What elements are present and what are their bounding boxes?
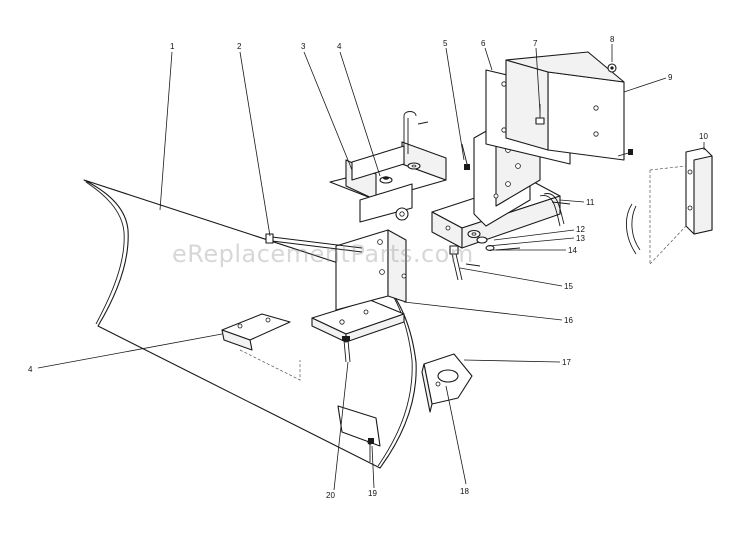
callout-5: 5 <box>443 39 448 48</box>
callout-18: 18 <box>460 487 469 496</box>
callout-8: 8 <box>610 35 615 44</box>
leader-lines <box>37 44 705 491</box>
washer-stack <box>467 229 521 251</box>
callout-19: 19 <box>368 489 377 498</box>
bolt-15 <box>449 245 481 281</box>
callout-9: 9 <box>668 73 673 82</box>
hitch-pin-11 <box>539 193 571 227</box>
mounting-plate-9 <box>505 51 633 161</box>
callout-labels: 1 2 3 4 5 6 7 8 9 10 11 12 13 14 15 16 1… <box>28 35 708 500</box>
callout-4-left: 4 <box>28 365 33 374</box>
callout-6: 6 <box>481 39 486 48</box>
callout-10: 10 <box>699 132 708 141</box>
callout-14: 14 <box>568 246 577 255</box>
callout-3: 3 <box>301 42 306 51</box>
nut-8 <box>607 63 617 73</box>
small-bolt-5 <box>461 143 470 170</box>
bracket-10 <box>626 147 713 265</box>
carriage-bolt-20 <box>342 336 351 363</box>
hitch-pin-top <box>403 111 417 154</box>
callout-12: 12 <box>576 225 585 234</box>
carriage-bolt-19 <box>368 438 374 462</box>
callout-15: 15 <box>564 282 573 291</box>
callout-16: 16 <box>564 316 573 325</box>
long-bolt <box>265 233 363 253</box>
pivot-bracket <box>329 141 447 223</box>
callout-4-top: 4 <box>337 42 342 51</box>
blade-part <box>83 179 417 469</box>
spring-washer <box>407 121 429 170</box>
callout-11: 11 <box>586 198 595 207</box>
callout-17: 17 <box>562 358 571 367</box>
callout-13: 13 <box>576 234 585 243</box>
callout-2: 2 <box>237 42 242 51</box>
callout-20: 20 <box>326 491 335 500</box>
skid-shoe <box>421 353 473 413</box>
callout-1: 1 <box>170 42 175 51</box>
callout-7: 7 <box>533 39 538 48</box>
